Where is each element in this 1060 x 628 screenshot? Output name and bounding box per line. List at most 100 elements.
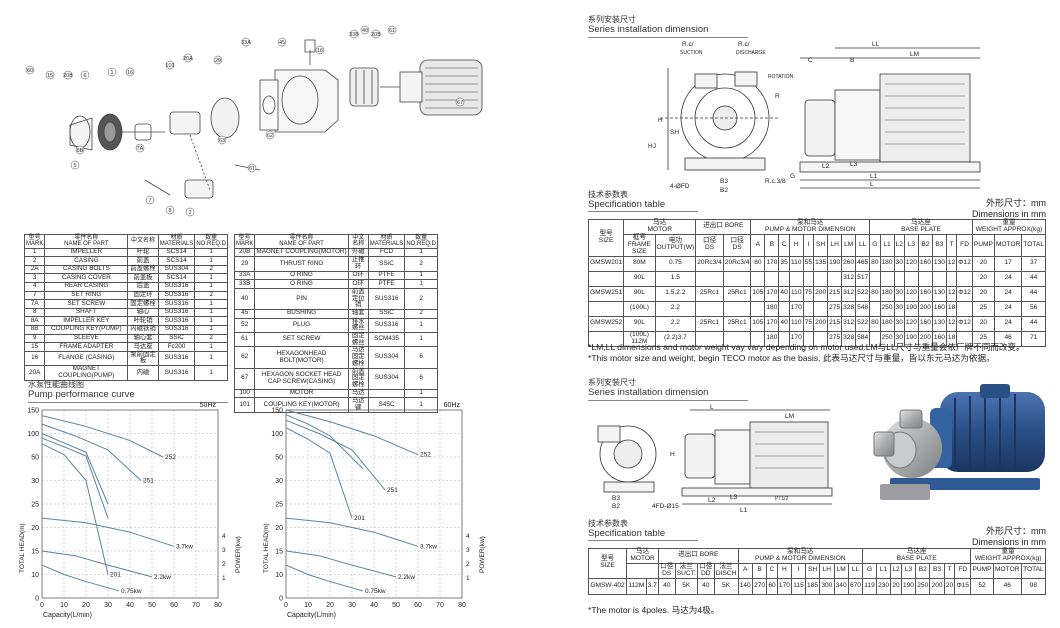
spec1-cell: 44	[1021, 285, 1046, 302]
spec2-col-head: LL	[847, 562, 864, 579]
callout-10: 45	[279, 40, 285, 46]
dim-b3: B3	[720, 178, 728, 185]
series-label: 251	[387, 487, 398, 494]
parts-cell: 33A	[233, 270, 256, 281]
parts-cell: 1	[404, 317, 438, 334]
spec2-cell: 112M	[626, 577, 647, 595]
spec2-motor-head: 马达 MOTOR	[626, 548, 659, 564]
series-label: 251	[143, 478, 154, 485]
x-tick-label: 10	[304, 602, 312, 609]
spec1-cell: 24	[993, 300, 1023, 317]
callout-1: 15	[47, 73, 53, 79]
spec1-title-cn: 技术参数表	[588, 190, 628, 199]
parts-cell: 100	[233, 388, 256, 399]
y-tick-label: 25	[31, 502, 39, 509]
spec1-cell: 40	[778, 285, 790, 302]
parts-cell: SCS14	[157, 256, 196, 266]
spec1-cell: 1.5,2.2	[654, 285, 697, 302]
x-tick-label: 60	[414, 602, 422, 609]
spec2-note: *The motor is 4poles. 马达为4极。	[588, 605, 720, 615]
spec1-subheader: 框号 FRAME SIZE 电功 OUTPUT(W) 口径 DS 口径 DS A…	[589, 233, 1046, 257]
parts-cell: 2A	[23, 264, 46, 275]
series-label: 252	[165, 454, 176, 461]
spec1-cell: 80M	[623, 255, 656, 272]
dim-rc38: R.c.3/8	[765, 178, 786, 185]
spec1-cell: 30	[893, 255, 905, 272]
spec2-cell: 52	[970, 577, 994, 595]
spec1-dd-head: 口径 DS	[722, 233, 752, 257]
spec1-cell: 120	[903, 285, 919, 302]
spec1-cell	[788, 270, 804, 287]
y2-tick-label: 1	[466, 575, 470, 582]
y-tick-label: 15	[31, 549, 39, 556]
spec1-cell: 250	[879, 330, 895, 347]
spec2-cell: 190	[900, 577, 917, 595]
performance-title-en: Pump performance curve	[28, 389, 135, 400]
spec-table-2: 型号 SIZE 马达 MOTOR 进出口 BORE 泵和马达 PUMP & MO…	[587, 548, 1047, 595]
spec2-cell: 200	[929, 577, 945, 595]
spec1-cell: 30	[893, 315, 905, 332]
dim-r: R	[775, 93, 780, 100]
spec1-cell	[587, 270, 625, 287]
x-tick-label: 0	[284, 602, 288, 609]
spec1-cell: 46	[993, 330, 1023, 347]
spec1-base-head: 马达座 BASE PLATE	[869, 219, 973, 235]
pump-photo	[873, 384, 1045, 500]
spec1-cell	[587, 300, 625, 317]
parts-cell: 2	[404, 308, 438, 319]
parts-cell: 叶轮	[127, 247, 159, 258]
spec1-col-head: LM	[841, 233, 857, 257]
parts-cell: FLANGE (CASING)	[44, 350, 129, 367]
callout-24: 2	[188, 210, 191, 216]
parts-cell: HEXAGON SOCKET HEAD CAP SCREW(CASING)	[254, 367, 349, 390]
parts-cell: SET SCREW	[254, 331, 349, 348]
spec2-cell: 185	[804, 577, 821, 595]
parts-cell: 6	[404, 346, 438, 369]
parts-cell: CASING	[44, 256, 129, 266]
y-tick-label: 100	[271, 431, 283, 438]
spec2-col-head: B3	[929, 562, 945, 579]
series-label: 252	[420, 452, 431, 459]
spec1-cell: 312	[841, 285, 857, 302]
spec1-col-head: PUMP	[971, 233, 995, 257]
parts-cell: 固定螺栓	[127, 299, 159, 309]
spec2-col-head: A	[737, 562, 753, 579]
parts-cell: 前盖	[127, 256, 159, 266]
parts-cell: 1	[404, 388, 438, 399]
spec1-cell: 24	[993, 315, 1023, 332]
parts-cell: MAGNET COUPLING(MOTOR)	[254, 247, 349, 258]
spec1-pm-head: 泵和马达 PUMP & MOTOR DIMENSION	[750, 219, 871, 235]
parts-cell: 1	[194, 307, 228, 318]
spec1-cell: 80	[869, 315, 881, 332]
series-label: 2.2kw	[398, 574, 415, 581]
y-tick-label: 25	[275, 502, 283, 509]
dim-rc-suction: R.c/	[682, 41, 694, 48]
y-tick-label: 100	[27, 431, 39, 438]
spec1-cell: 44	[1021, 315, 1046, 332]
col-qty: 数量 NO.REQ.D	[404, 234, 438, 249]
install2-drawing: L LM H B3 B2 4FD-Ø15 L2 L3 L1 PT1/2	[597, 404, 833, 514]
spec1-cell: 17	[993, 255, 1023, 272]
spec2-title-en: Specification table	[588, 528, 666, 539]
spec1-cell: 215	[827, 315, 843, 332]
parts-cell: 7	[23, 290, 46, 301]
dim-lm: LM	[910, 51, 919, 58]
spec2-cell: 5K	[674, 577, 699, 595]
dim-l1: L1	[870, 173, 878, 180]
parts-cell: MOTOR	[254, 388, 349, 399]
dim2-4fd: 4FD-Ø15	[652, 503, 679, 510]
parts-cell: SSiC	[367, 308, 406, 319]
spec1-cell: 12	[945, 315, 958, 332]
spec1-cell: 2.2	[654, 315, 697, 332]
spec1-cell	[813, 300, 829, 317]
series-line	[41, 550, 153, 578]
spec1-col-head: C	[778, 233, 790, 257]
parts-cell: 40	[233, 287, 256, 310]
parts-cell: 2	[404, 256, 438, 272]
spec1-cell: 130	[931, 285, 947, 302]
